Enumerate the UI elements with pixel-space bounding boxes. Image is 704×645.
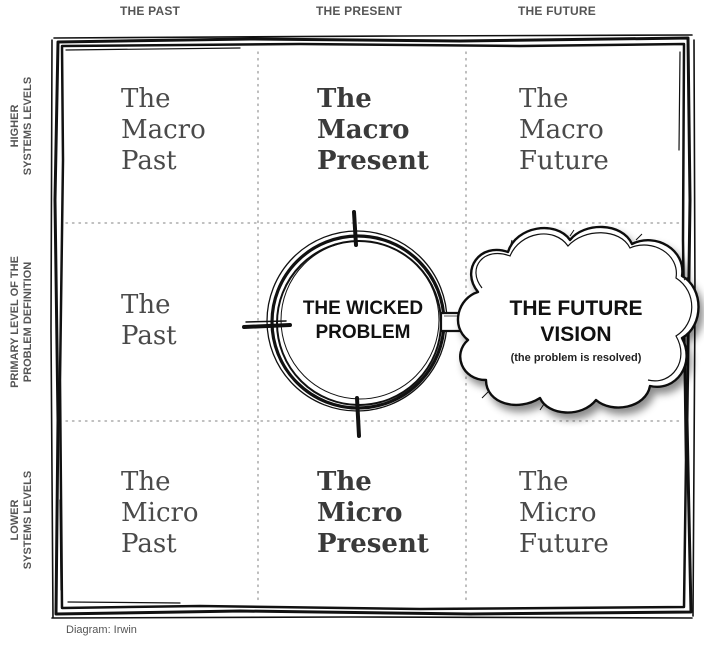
column-header-future: THE FUTURE <box>518 4 596 18</box>
cell-text-line: The <box>121 84 171 114</box>
cell-macro-present: The Macro Present <box>317 84 429 177</box>
cell-text-line: Macro <box>317 115 410 145</box>
future-vision-line: VISION <box>540 323 612 346</box>
cell-text-line: The <box>317 84 372 114</box>
cell-text-line: Future <box>519 529 609 559</box>
wicked-problem-line: PROBLEM <box>315 322 411 343</box>
cell-text-line: Micro <box>317 498 403 528</box>
cell-macro-past: The Macro Past <box>121 84 206 177</box>
cell-text-line: Present <box>317 146 429 176</box>
cell-micro-present: The Micro Present <box>317 467 429 560</box>
cell-text-line: The <box>121 290 171 320</box>
cell-micro-past: The Micro Past <box>121 467 199 560</box>
column-header-past: THE PAST <box>120 4 181 18</box>
cell-text-line: The <box>519 467 569 497</box>
future-vision-label: THE FUTURE VISION <box>476 296 676 348</box>
cell-text-line: Past <box>121 321 177 351</box>
cell-text-line: The <box>121 467 171 497</box>
cell-text-line: Macro <box>519 115 604 145</box>
wicked-problem-line: THE WICKED <box>302 298 424 319</box>
grid-frame <box>50 34 696 619</box>
cell-text-line: Macro <box>121 115 206 145</box>
cell-text-line: Past <box>121 146 177 176</box>
cell-macro-future: The Macro Future <box>519 84 609 177</box>
grid-dividers <box>65 51 683 605</box>
cell-micro-future: The Micro Future <box>519 467 609 560</box>
diagram-credit: Diagram: Irwin <box>66 624 137 636</box>
cell-text-line: Micro <box>121 498 199 528</box>
cell-text-line: The <box>317 467 372 497</box>
future-vision-cloud <box>456 225 700 414</box>
cell-past: The Past <box>121 290 177 352</box>
wicked-problem-label: THE WICKED PROBLEM <box>268 297 458 345</box>
cell-text-line: Micro <box>519 498 597 528</box>
cell-text-line: Future <box>519 146 609 176</box>
cell-text-line: Present <box>317 529 429 559</box>
column-header-present: THE PRESENT <box>316 4 403 18</box>
future-vision-note: (the problem is resolved) <box>510 352 642 364</box>
cell-text-line: The <box>519 84 569 114</box>
future-vision-line: THE FUTURE <box>509 297 643 320</box>
cell-text-line: Past <box>121 529 177 559</box>
